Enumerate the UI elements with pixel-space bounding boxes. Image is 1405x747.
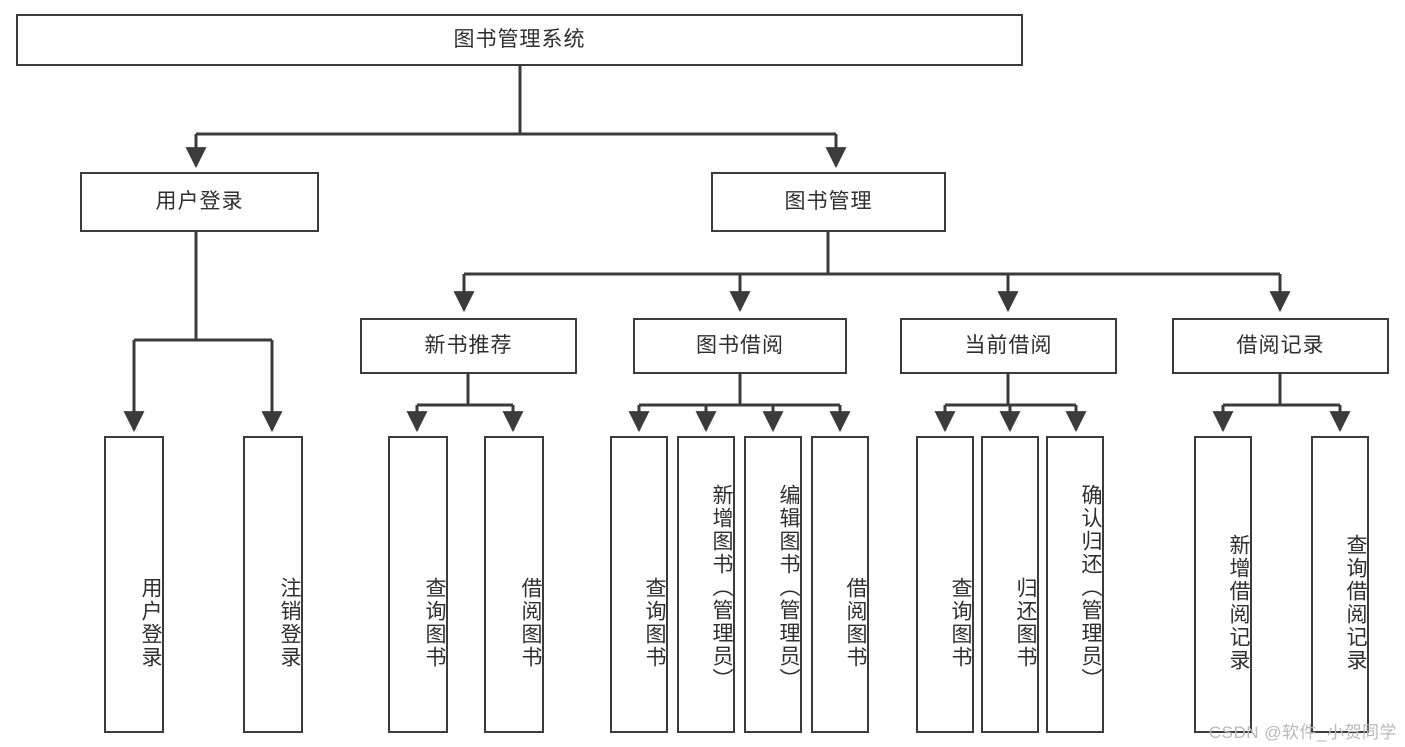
node-label: 当前借阅	[964, 334, 1053, 358]
node-book-management[interactable]: 图书管理	[711, 172, 946, 232]
node-label: 用户登录	[139, 576, 162, 669]
leaf-user-login-login[interactable]: 用户登录	[104, 436, 164, 733]
node-label: 查询借阅记录	[1344, 533, 1367, 672]
node-label: 新增图书（管理员）	[710, 484, 733, 691]
leaf-new-book-borrow-book[interactable]: 借阅图书	[484, 436, 544, 733]
leaf-borrow-add-book-admin[interactable]: 新增图书（管理员）	[677, 436, 735, 733]
node-label: 归还图书	[1014, 576, 1037, 669]
leaf-borrow-borrow-book[interactable]: 借阅图书	[811, 436, 869, 733]
node-new-book-recommend[interactable]: 新书推荐	[360, 318, 577, 374]
leaf-user-login-logout[interactable]: 注销登录	[243, 436, 303, 733]
leaf-borrow-edit-book-admin[interactable]: 编辑图书（管理员）	[744, 436, 802, 733]
node-label: 新书推荐	[424, 334, 513, 358]
node-label: 注销登录	[278, 576, 301, 669]
leaf-records-query-record[interactable]: 查询借阅记录	[1311, 436, 1369, 733]
node-label: 图书管理	[784, 190, 873, 214]
node-label: 查询图书	[643, 576, 666, 669]
node-root-system[interactable]: 图书管理系统	[16, 14, 1023, 66]
node-label: 查询图书	[423, 576, 446, 669]
leaf-current-query-book[interactable]: 查询图书	[916, 436, 974, 733]
leaf-current-confirm-return-admin[interactable]: 确认归还（管理员）	[1046, 436, 1104, 733]
node-label: 用户登录	[155, 190, 244, 214]
node-user-login[interactable]: 用户登录	[80, 172, 319, 232]
node-borrow-records[interactable]: 借阅记录	[1172, 318, 1389, 374]
node-current-borrow[interactable]: 当前借阅	[900, 318, 1117, 374]
node-label: 图书管理系统	[453, 28, 586, 52]
node-label: 借阅记录	[1236, 334, 1325, 358]
node-label: 新增借阅记录	[1227, 533, 1250, 672]
leaf-current-return-book[interactable]: 归还图书	[981, 436, 1039, 733]
node-label: 借阅图书	[844, 576, 867, 669]
node-label: 编辑图书（管理员）	[777, 484, 800, 691]
node-book-borrow[interactable]: 图书借阅	[633, 318, 847, 374]
node-label: 图书借阅	[696, 334, 784, 358]
node-label: 查询图书	[949, 576, 972, 669]
leaf-records-add-record[interactable]: 新增借阅记录	[1194, 436, 1252, 733]
leaf-new-book-query-book[interactable]: 查询图书	[388, 436, 448, 733]
watermark-text: CSDN @软件_小贺同学	[1208, 723, 1397, 742]
node-label: 确认归还（管理员）	[1079, 484, 1102, 691]
leaf-borrow-query-book[interactable]: 查询图书	[610, 436, 668, 733]
node-label: 借阅图书	[519, 576, 542, 669]
